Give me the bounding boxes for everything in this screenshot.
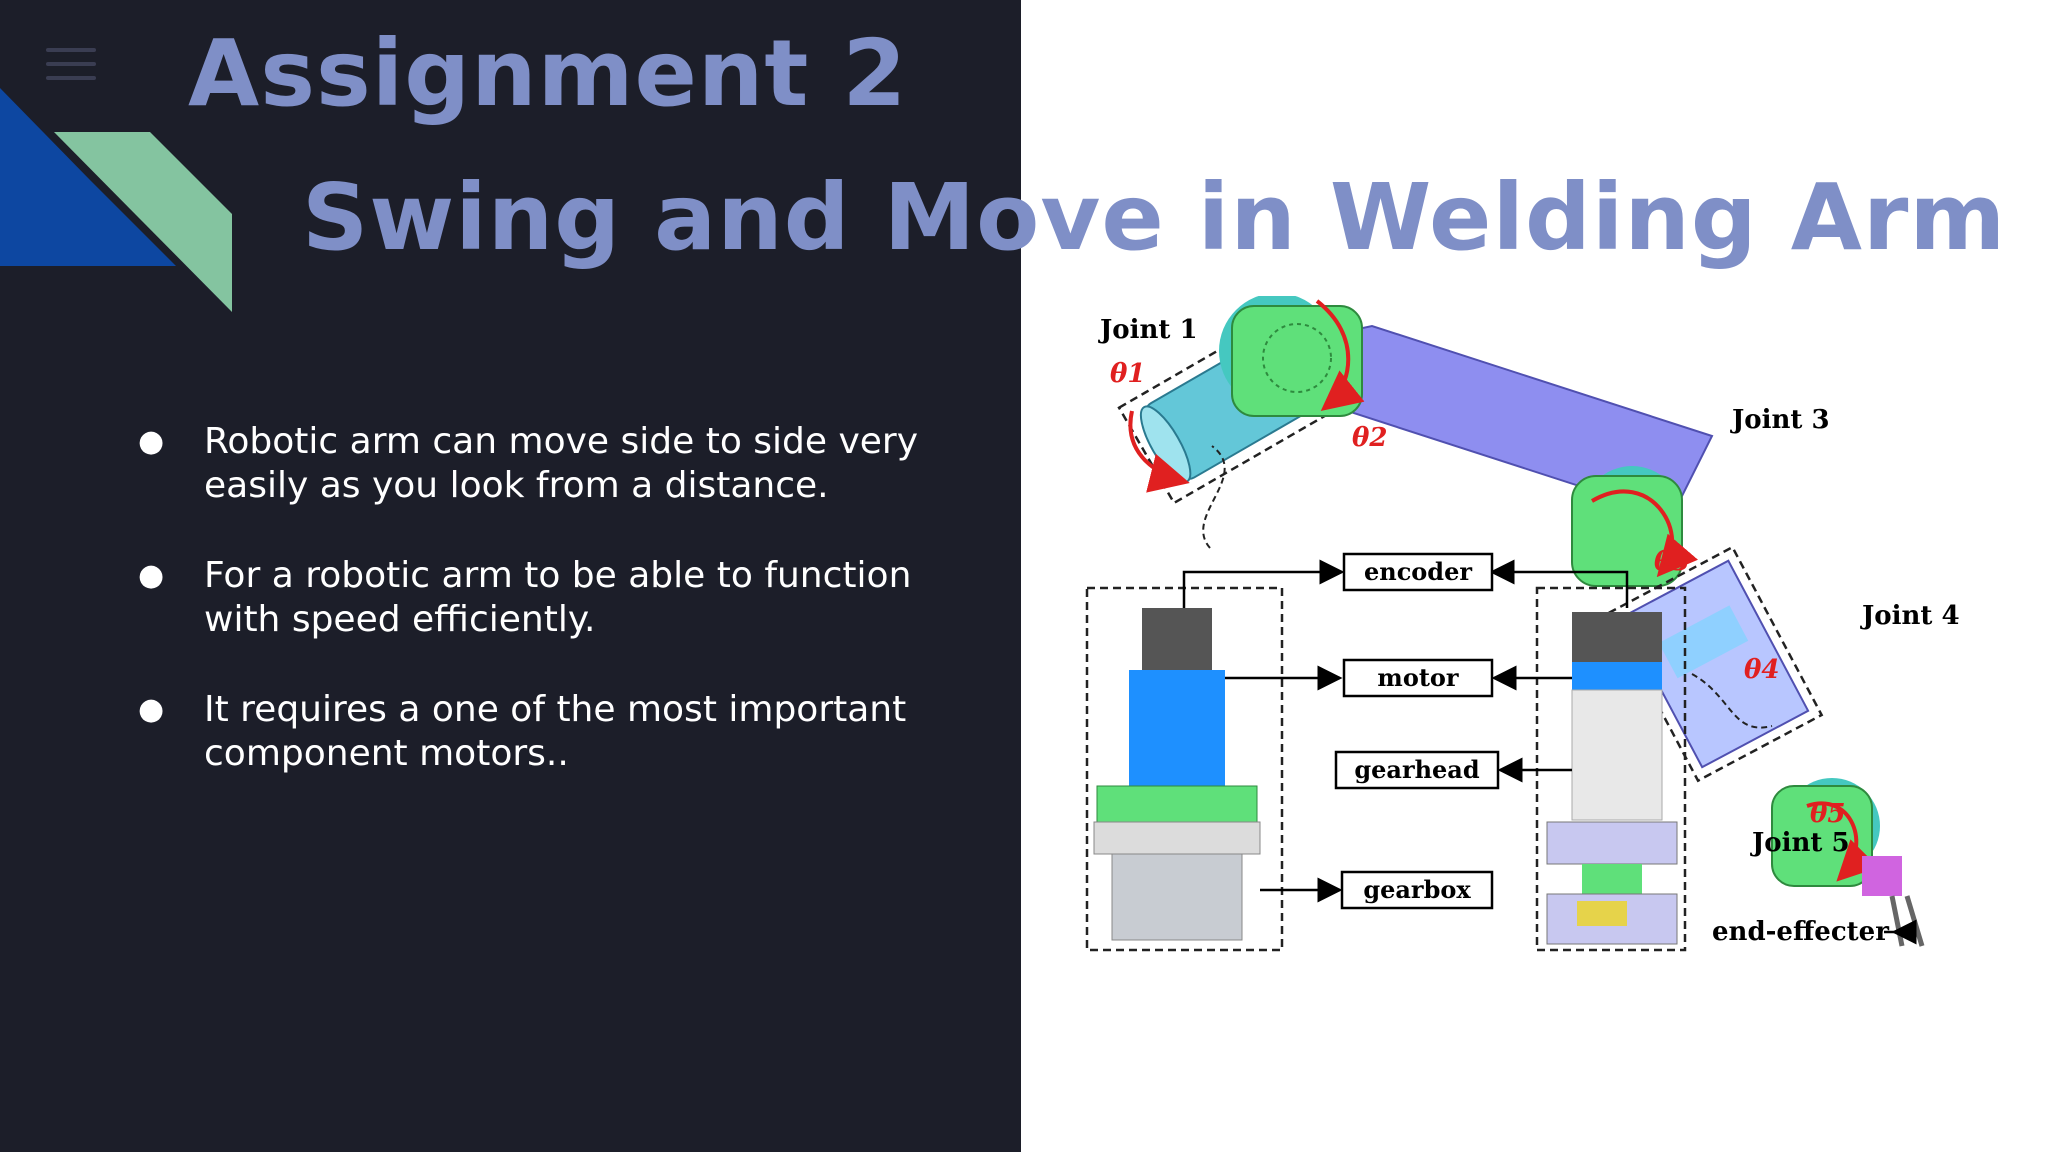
label-theta2: θ2 xyxy=(1352,423,1387,453)
label-theta1: θ1 xyxy=(1110,359,1145,389)
right-motor-stack xyxy=(1535,586,1687,952)
label-motor: motor xyxy=(1377,663,1458,692)
joint-labels: Joint 1 Joint 3 Joint 4 Joint 5 end-effe… xyxy=(1098,315,1960,947)
slide-title-line2: Swing and Move in Welding Arm xyxy=(302,164,2007,271)
label-theta3: θ3 xyxy=(1654,547,1689,577)
joint3 xyxy=(1571,466,1698,587)
label-theta4: θ4 xyxy=(1744,655,1779,685)
robotic-arm-diagram: encoder motor gearhead gearbox Joint 1 J… xyxy=(1085,296,1960,952)
hamburger-menu-icon[interactable] xyxy=(46,48,98,88)
label-gearbox: gearbox xyxy=(1363,875,1471,904)
bullet-dot-icon: ● xyxy=(138,558,165,593)
label-encoder: encoder xyxy=(1364,557,1472,586)
label-joint4: Joint 4 xyxy=(1860,601,1960,631)
joint2 xyxy=(1219,296,1365,417)
bullet-item: ● It requires a one of the most importan… xyxy=(132,688,992,776)
joint5 xyxy=(1771,778,1925,947)
bullet-text: It requires a one of the most important … xyxy=(204,689,907,774)
bullet-text: Robotic arm can move side to side very e… xyxy=(204,421,919,506)
left-motor-stack xyxy=(1085,586,1284,952)
label-gearhead: gearhead xyxy=(1354,755,1480,784)
angle-labels: θ1 θ2 θ3 θ4 θ5 xyxy=(1110,359,1845,829)
label-joint1: Joint 1 xyxy=(1098,315,1198,345)
slide-title-line1: Assignment 2 xyxy=(188,20,908,127)
joint4-forearm xyxy=(1607,545,1824,783)
bullet-item: ● Robotic arm can move side to side very… xyxy=(132,420,992,508)
label-joint3: Joint 3 xyxy=(1730,405,1830,435)
blue-stripe xyxy=(0,88,176,266)
bullet-dot-icon: ● xyxy=(138,692,165,727)
label-end-effecter: end-effecter xyxy=(1712,917,1889,947)
bullet-item: ● For a robotic arm to be able to functi… xyxy=(132,554,992,642)
green-stripe xyxy=(54,132,232,312)
bullet-dot-icon: ● xyxy=(138,424,165,459)
component-labels: encoder motor gearhead gearbox xyxy=(1182,445,1773,910)
decorative-stripes xyxy=(0,88,232,312)
bullet-list: ● Robotic arm can move side to side very… xyxy=(132,420,992,822)
bullet-text: For a robotic arm to be able to function… xyxy=(204,555,912,640)
label-theta5: θ5 xyxy=(1810,799,1845,829)
label-joint5: Joint 5 xyxy=(1750,828,1850,858)
